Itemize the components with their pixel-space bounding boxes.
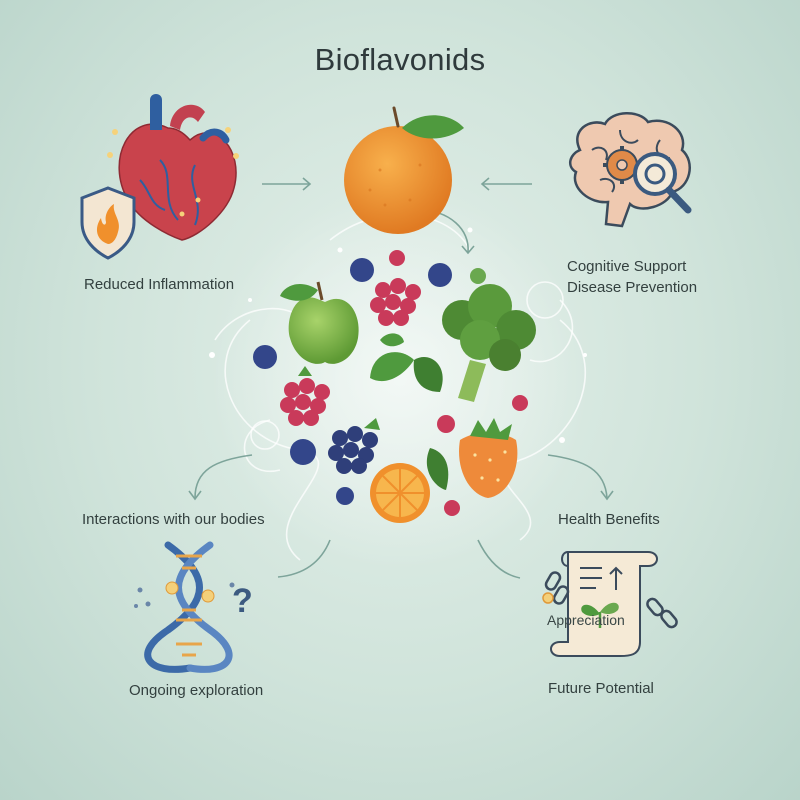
- appreciation-label: Appreciation: [547, 612, 625, 628]
- scroll-icon: [550, 551, 658, 657]
- sprout-icon: [581, 602, 619, 628]
- brain-gear-icon: [568, 112, 691, 228]
- cognitive-support-label: Cognitive Support Disease Prevention: [567, 256, 697, 298]
- health-benefits-label: Health Benefits: [558, 511, 660, 528]
- apple-icon: [280, 281, 359, 364]
- small-berries: [389, 250, 528, 516]
- orange-slice-icon: [370, 463, 430, 523]
- flame-shield-icon: [80, 186, 136, 260]
- disease-prevention-line: Disease Prevention: [567, 279, 698, 296]
- leaf-icon: [370, 333, 449, 490]
- svg-text:?: ?: [232, 582, 253, 620]
- sparkles: [209, 227, 587, 443]
- blackberry-icon: [328, 418, 380, 474]
- reduced-inflammation-label: Reduced Inflammation: [84, 276, 235, 293]
- future-potential-label: Future Potential: [548, 680, 654, 697]
- broccoli-icon: [442, 284, 536, 402]
- magnifier-icon: [633, 152, 692, 214]
- question-mark-icon: ?: [232, 582, 253, 620]
- strawberry-icon: [459, 418, 518, 498]
- blueberry-icon: [253, 258, 452, 505]
- page-title: Bioflavonids: [314, 42, 486, 77]
- heart-icon: [107, 94, 239, 241]
- ongoing-exploration-label: Ongoing exploration: [129, 682, 264, 699]
- interactions-label: Interactions with our bodies: [82, 511, 265, 528]
- chain-link-icon: [542, 571, 678, 629]
- dna-icon: [134, 541, 235, 673]
- orange-icon: [344, 106, 464, 234]
- raspberry-icon: [280, 278, 421, 426]
- cognitive-support-line: Cognitive Support: [567, 258, 687, 275]
